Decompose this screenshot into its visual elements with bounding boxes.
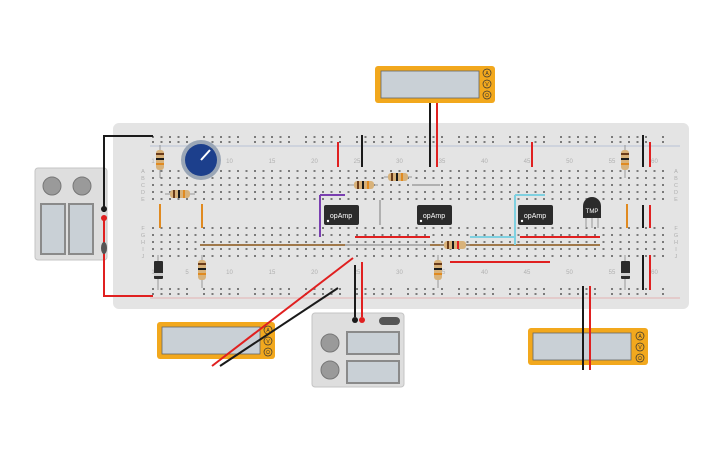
column-number: 30: [396, 159, 403, 165]
power-supply[interactable]: [311, 312, 405, 388]
column-number: 45: [524, 159, 531, 165]
column-number: 25: [354, 270, 361, 276]
column-number: 60: [651, 159, 658, 165]
diode-right[interactable]: [621, 255, 630, 290]
column-number: 50: [566, 270, 573, 276]
column-number: 40: [481, 159, 488, 165]
opamp-1-label: opAmp: [330, 213, 352, 220]
battery-terminal-positive[interactable]: [101, 215, 107, 221]
resistor-8[interactable]: [621, 145, 629, 178]
opamp-2-label: opAmp: [423, 213, 445, 220]
row-letter: E: [141, 197, 145, 203]
resistor-7[interactable]: [434, 255, 442, 288]
temperature-sensor-label: TMP: [586, 209, 599, 215]
column-number: 20: [311, 159, 318, 165]
column-number: 1: [151, 270, 155, 276]
multimeter-top[interactable]: A V Ω: [375, 66, 495, 103]
column-number: 30: [396, 270, 403, 276]
row-letter: F: [141, 226, 145, 232]
probe-bl-red[interactable]: [211, 257, 354, 367]
row-letter: J: [675, 254, 678, 260]
multimeter-top-btn-a: A: [485, 71, 489, 77]
multimeter-br-btn-a: A: [638, 334, 642, 340]
column-number: 15: [269, 159, 276, 165]
resistor-5[interactable]: [440, 241, 470, 249]
row-letter: D: [674, 190, 678, 196]
column-number: 15: [269, 270, 276, 276]
column-number: 45: [524, 270, 531, 276]
row-letter: D: [141, 190, 145, 196]
row-letter: E: [674, 197, 678, 203]
opamp-2[interactable]: opAmp: [417, 205, 452, 225]
temperature-sensor[interactable]: TMP: [583, 197, 601, 228]
row-letter: I: [675, 247, 677, 253]
probe-bl-black[interactable]: [219, 287, 339, 367]
row-letter: F: [674, 226, 678, 232]
multimeter-bl-btn-v: V: [266, 339, 270, 345]
column-number: 10: [226, 270, 233, 276]
resistor-3[interactable]: [350, 181, 378, 189]
column-number: 25: [354, 159, 361, 165]
column-number: 40: [481, 270, 488, 276]
multimeter-bl-btn-ohm: Ω: [266, 350, 270, 356]
opamp-3[interactable]: opAmp: [518, 205, 553, 225]
resistor-2[interactable]: [165, 190, 195, 198]
multimeter-bl-btn-a: A: [266, 328, 270, 334]
column-number: 1: [151, 159, 155, 165]
diode-left[interactable]: [154, 255, 163, 290]
opamp-1[interactable]: opAmp: [324, 205, 359, 225]
multimeter-br-btn-ohm: Ω: [638, 356, 642, 362]
column-number: 60: [651, 270, 658, 276]
row-letter: J: [142, 254, 145, 260]
row-letter: I: [142, 247, 144, 253]
opamp-3-label: opAmp: [524, 213, 546, 220]
row-letter: H: [674, 240, 678, 246]
battery-switch[interactable]: [101, 242, 107, 254]
row-letter: B: [674, 176, 678, 182]
battery-terminal-negative[interactable]: [101, 206, 107, 212]
resistor-6[interactable]: [198, 255, 206, 288]
row-letter: G: [141, 233, 145, 239]
column-number: 35: [439, 270, 446, 276]
resistor-4[interactable]: [384, 173, 412, 181]
row-letter: H: [141, 240, 145, 246]
multimeter-top-btn-ohm: Ω: [485, 93, 489, 99]
row-letter: G: [674, 233, 678, 239]
column-number: 20: [311, 270, 318, 276]
column-number: 55: [609, 159, 616, 165]
battery-pack[interactable]: [34, 167, 108, 261]
column-number: 50: [566, 159, 573, 165]
column-number: 55: [609, 270, 616, 276]
psu-terminal-positive[interactable]: [359, 317, 365, 323]
multimeter-top-btn-v: V: [485, 82, 489, 88]
row-letter: C: [141, 183, 145, 189]
multimeter-br-btn-v: V: [638, 345, 642, 351]
resistor-1[interactable]: [156, 145, 164, 178]
column-number: 5: [185, 270, 189, 276]
column-number: 35: [439, 159, 446, 165]
psu-terminal-negative[interactable]: [352, 317, 358, 323]
column-numbers-bottom: 151015202530354045505560: [151, 270, 658, 276]
row-letter: A: [674, 169, 678, 175]
breadboard-holes: [152, 136, 664, 295]
row-letter: A: [141, 169, 145, 175]
potentiometer[interactable]: [181, 140, 221, 180]
row-letter: C: [674, 183, 678, 189]
wire-battery-black[interactable]: [103, 135, 153, 212]
multimeter-bottom-right[interactable]: A V Ω: [528, 328, 648, 365]
row-letter: B: [141, 176, 145, 182]
column-number: 10: [226, 159, 233, 165]
